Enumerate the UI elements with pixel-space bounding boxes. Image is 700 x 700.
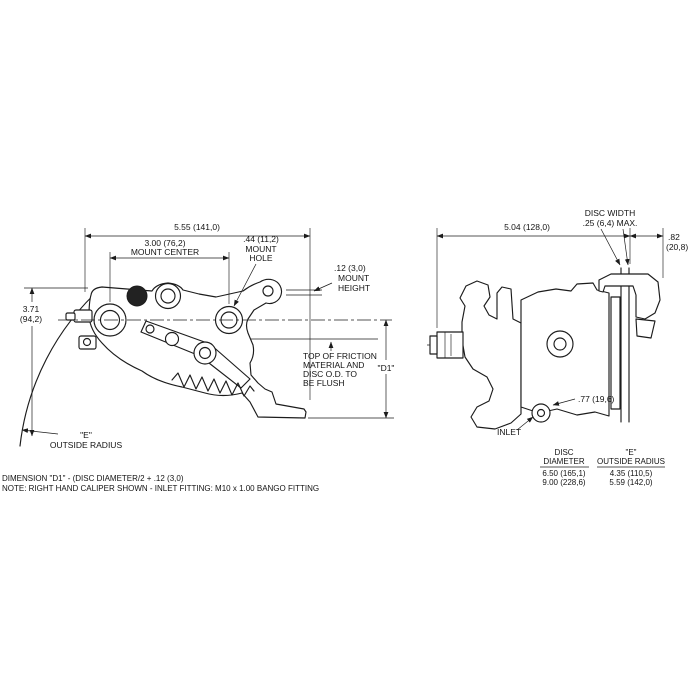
flush-note-line-2: MATERIAL AND [303,360,364,370]
spindle-shaft [436,331,464,359]
text-mask [13,302,51,326]
mount-height-caption-1: MOUNT [338,273,369,283]
dim-mount-center: 3.00 (76,2) [144,238,185,248]
adjuster-boss-outer [546,330,574,358]
dim-height-group: 3.71 (94,2) [13,287,88,437]
table-cell-disc: 6.50 (165,1) [542,469,585,478]
inlet-label: INLET [497,427,521,437]
mount-center-caption: MOUNT CENTER [131,247,199,257]
leader-line [516,416,534,431]
dim-height-in: 3.71 [23,304,40,314]
right-view: 5.04 (128,0) .82 (20,8) DISC WIDTH .25 (… [427,208,688,437]
dim-overall-width-group: 5.55 (141,0) [84,222,311,400]
spec-table: DISC DIAMETER "E" OUTSIDE RADIUS 6.50 (1… [540,448,665,487]
dim-height-mm: (94,2) [20,314,42,324]
dim-inlet-offset: .77 (19,6) [578,394,615,404]
dim-offset-mm: (20,8) [666,242,688,252]
dim-d1: "D1" [378,363,395,373]
e-radius-caption: OUTSIDE RADIUS [50,440,123,450]
leader-line [313,282,333,292]
outer-jaw-lower [635,318,656,339]
dim-overall-width: 5.55 (141,0) [174,222,220,232]
pivot-boss-inner [198,346,212,360]
mount-hole-caption-1: MOUNT [245,244,276,254]
return-spring [171,372,255,397]
table-header-disc-1: DISC [554,448,573,457]
dim-mount-height: .12 (3,0) [334,263,366,273]
table-row: 9.00 (228,6) 5.59 (142,0) [542,478,652,487]
flush-note-group: TOP OF FRICTION MATERIAL AND DISC O.D. T… [303,341,377,388]
disc-edge-arc [19,286,103,447]
dim-mount-hole-group: .44 (11,2) MOUNT HOLE [233,234,279,307]
disc-width-value: .25 (6,4) MAX. [583,218,638,228]
cable-stop-block [78,335,97,350]
pivot-boss-outer [193,341,217,365]
leader-line [21,428,59,435]
caliper-bridge [598,273,661,320]
table-header-disc-2: DIAMETER [543,457,585,466]
adjuster-tip [65,312,76,321]
table-header-e-1: "E" [625,448,636,457]
top-boss-inner [160,288,176,304]
mounting-bracket [459,280,522,430]
table-cell-e: 4.35 (110,5) [610,469,653,478]
e-radius-quote: "E" [80,430,92,440]
dim-mount-height-group: .12 (3,0) MOUNT HEIGHT [313,263,370,293]
text-mask [372,360,400,374]
table-cell-disc: 9.00 (228,6) [542,478,585,487]
inlet-callout-group: INLET [497,416,534,437]
leader-line [233,263,257,307]
spindle-end-cap [429,335,438,355]
note-line-1: DIMENSION "D1" - (DISC DIAMETER/2 + .12 … [2,474,184,483]
flush-note-line-1: TOP OF FRICTION [303,351,377,361]
flush-note-line-4: BE FLUSH [303,378,345,388]
drawing-notes: DIMENSION "D1" - (DISC DIAMETER/2 + .12 … [2,474,319,493]
banjo-fitting [531,403,551,423]
disc-width-label: DISC WIDTH [585,208,636,218]
table-header-e-2: OUTSIDE RADIUS [597,457,665,466]
dim-d1-group: "D1" [372,319,400,419]
cable-stop-hole [82,337,92,347]
adjuster-boss-inner [553,337,567,351]
lever-pin [145,324,155,334]
mount-hole-caption-2: HOLE [249,253,272,263]
top-boss-outer [154,282,182,310]
leader-left [600,228,621,266]
dim-overall-width-right: 5.04 (128,0) [504,222,550,232]
dim-offset-group: .82 (20,8) [629,228,688,278]
dim-offset-in: .82 [668,232,680,242]
banjo-bolt [536,408,546,418]
inner-pad [610,296,621,410]
table-row: 6.50 (165,1) 4.35 (110,5) [542,469,652,478]
dim-mount-hole: .44 (11,2) [243,234,279,244]
disc-width-group: DISC WIDTH .25 (6,4) MAX. [583,208,638,266]
note-line-2: NOTE: RIGHT HAND CALIPER SHOWN - INLET F… [2,484,319,493]
leader-line [552,398,576,406]
mount-height-caption-2: HEIGHT [338,283,370,293]
left-view: 5.55 (141,0) 3.00 (76,2) MOUNT CENTER .4… [13,222,400,450]
dim-mount-center-group: 3.00 (76,2) MOUNT CENTER [109,238,230,304]
e-radius-group: "E" OUTSIDE RADIUS [21,428,123,450]
flush-note-line-3: DISC O.D. TO [303,369,357,379]
lug-hole [262,285,274,297]
dim-inlet-offset-group: .77 (19,6) [552,394,615,406]
lever-pivot-hole [164,331,180,347]
adjuster-knob [126,285,148,307]
table-cell-e: 5.59 (142,0) [609,478,652,487]
leader-right [622,228,630,266]
